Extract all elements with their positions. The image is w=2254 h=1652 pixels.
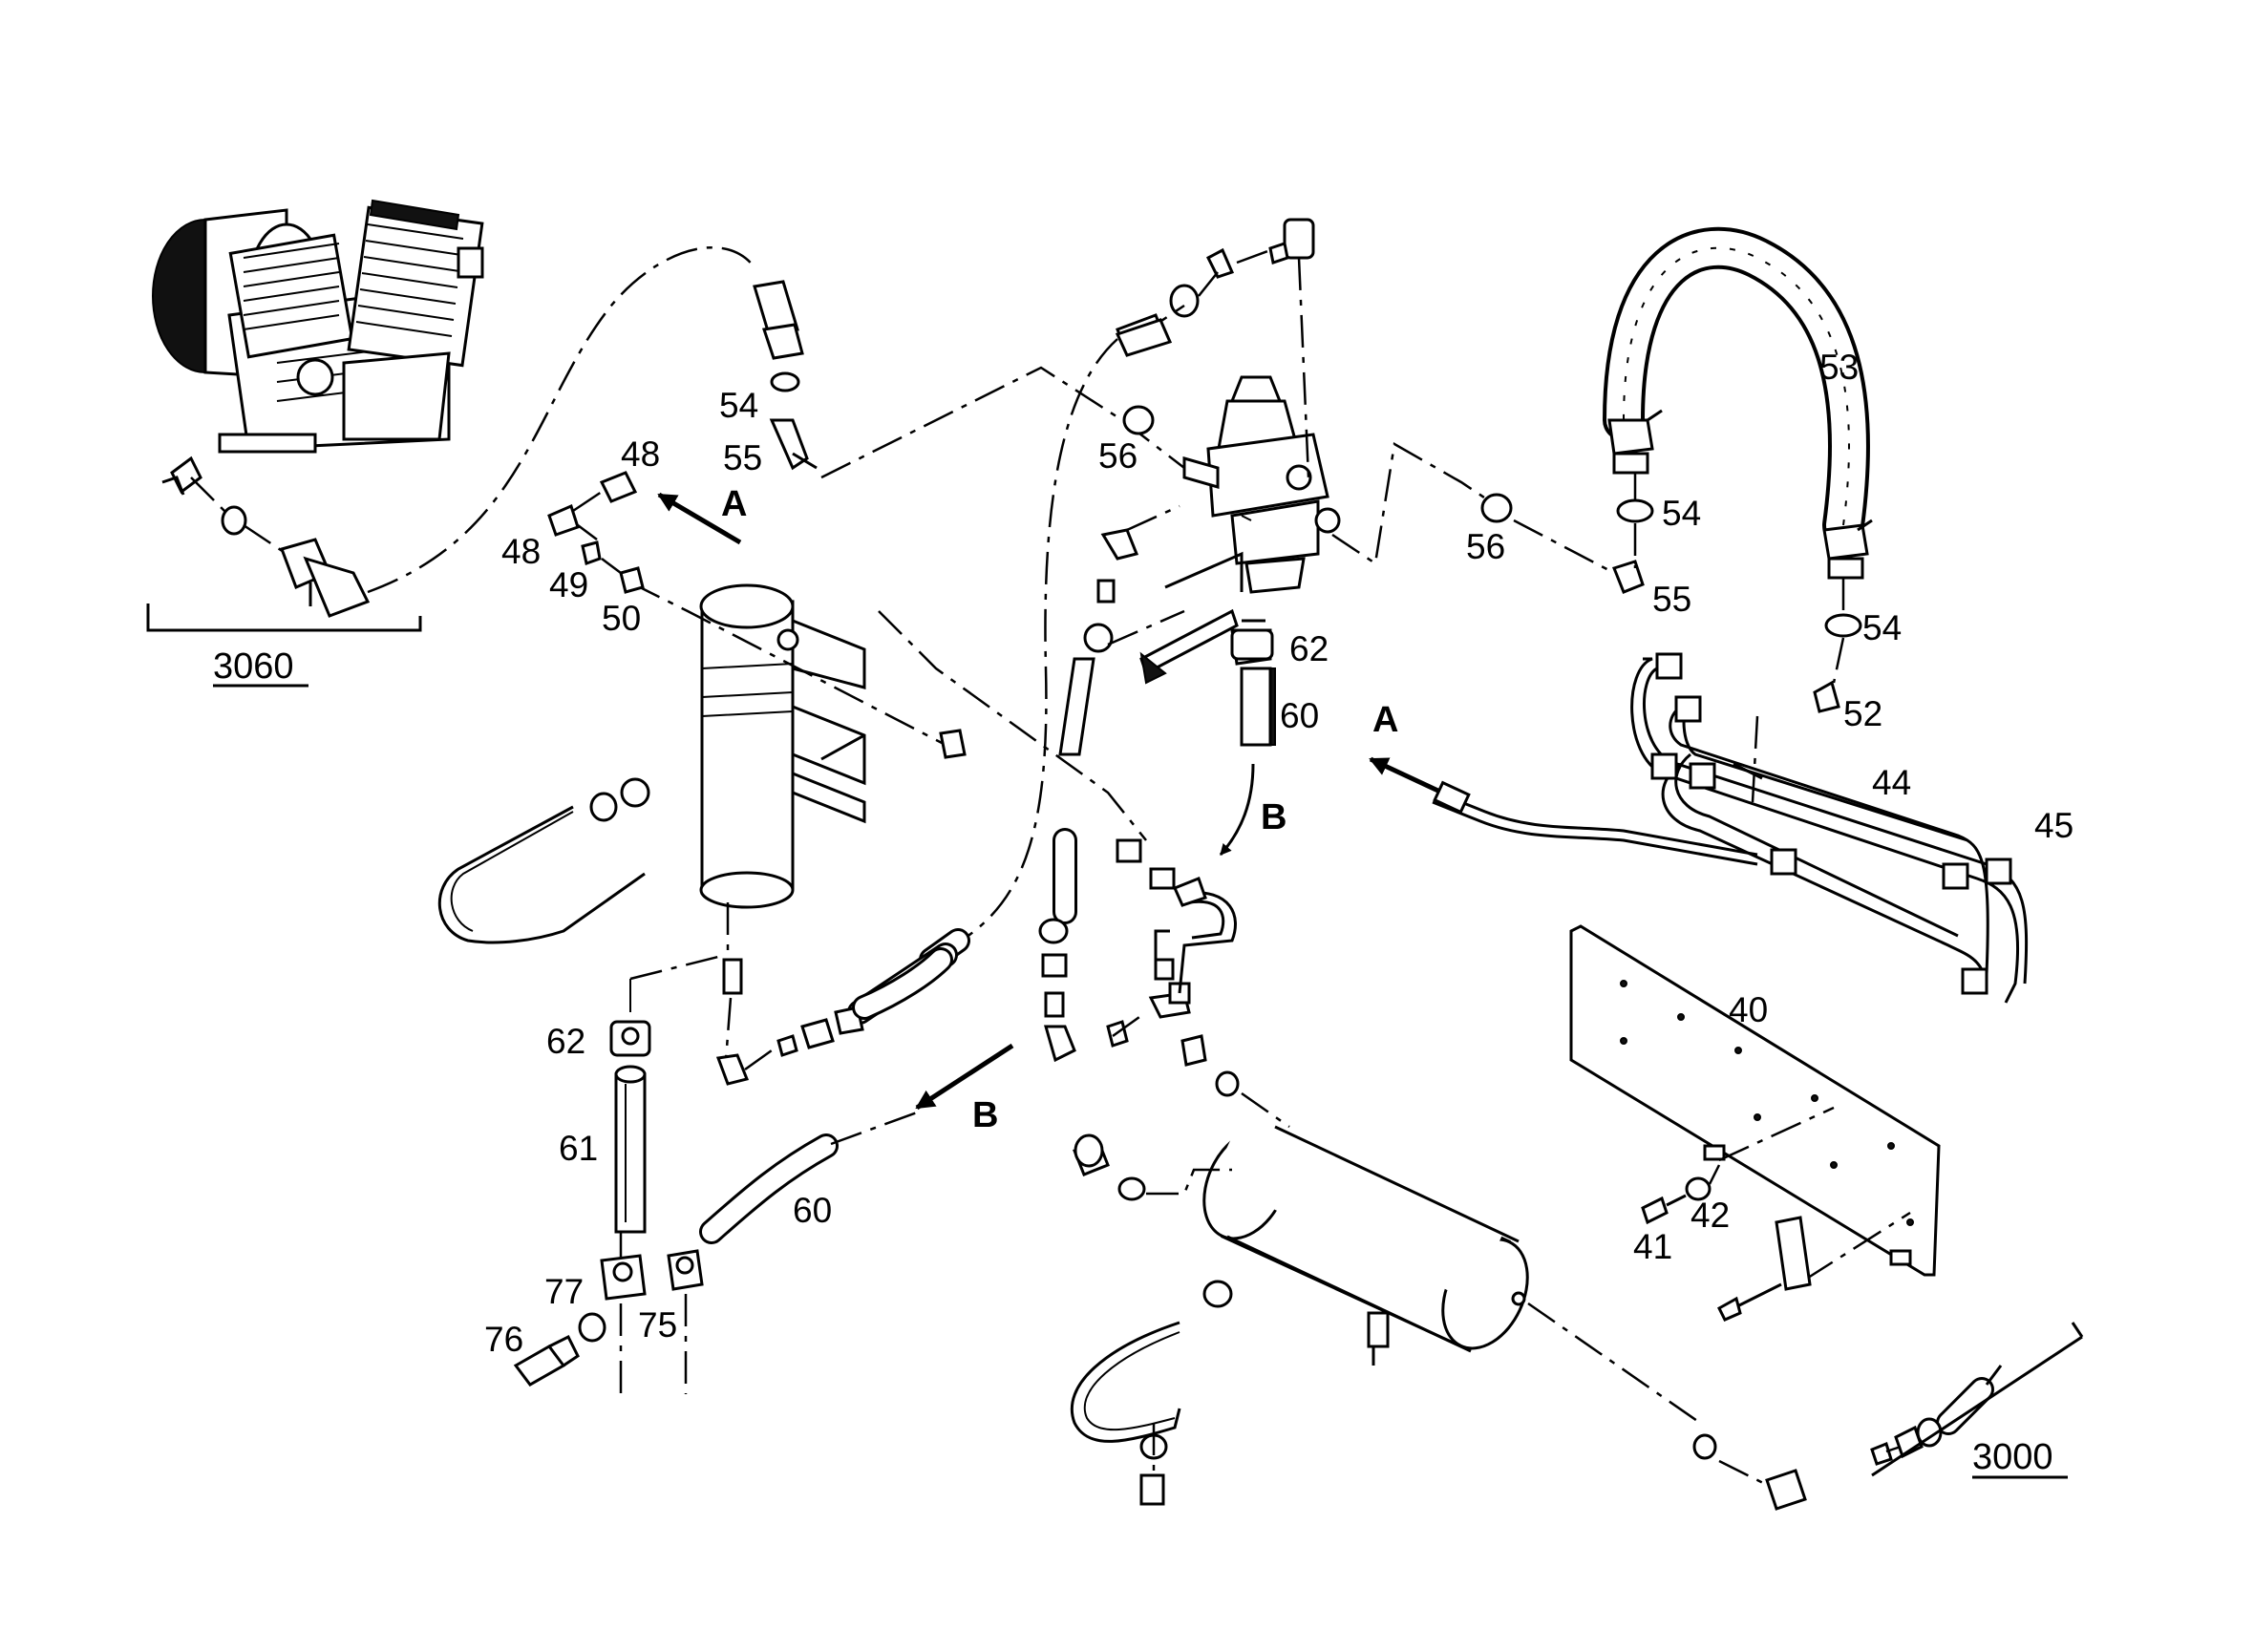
fittings-48-49-50 [547,471,645,594]
arrow-b-upper: B [1219,763,1286,856]
fitting-drain [629,902,864,1086]
label-61: 61 [559,1129,598,1168]
label-55-right: 55 [1652,580,1691,619]
svg-text:A: A [1372,700,1398,740]
bolt-41-washer-42 [1641,1164,1721,1225]
svg-text:B: B [1261,797,1286,837]
leader-valve-top [1297,257,1310,478]
hose-middle-upper [1058,318,1173,756]
leader-54-right [1832,578,1845,684]
label-42: 42 [1690,1196,1730,1235]
filter-separator [699,583,866,909]
label-77: 77 [544,1272,584,1311]
leader-filter-pipe [878,610,1147,841]
leader-44 [1751,715,1759,803]
svg-text:A: A [721,484,747,524]
label-62-lower: 62 [546,1022,585,1061]
bracket-clamp [1717,1216,1812,1322]
bracket-3060: 3060 [146,604,422,688]
arrow-a-right: A [1369,700,1444,795]
elbow-52 [1813,680,1840,713]
hose-53 [1603,226,1873,580]
label-50: 50 [602,599,641,638]
clamps-75-77 [513,1249,704,1394]
reference-3060: 3060 [213,646,294,687]
cylinder-fins-right [355,223,464,337]
label-60-upper: 60 [1280,696,1319,735]
label-48-left: 48 [501,532,541,571]
clamp-62-upper [1230,628,1274,747]
reference-3000: 3000 [1972,1437,2053,1477]
hose-upper [753,280,818,471]
leader-56-55 [1513,519,1615,575]
outlet-hose-3000: 3000 [1870,1322,2084,1479]
leader-plate-bottom [1804,1211,1911,1281]
label-75: 75 [638,1305,677,1345]
leader-plate-top [1718,1106,1835,1162]
label-52: 52 [1843,694,1882,733]
elbow-55-right [1612,560,1645,594]
tank-fittings [1073,1133,1807,1511]
pipe-bend [1116,838,1237,994]
label-53: 53 [1819,348,1859,387]
svg-text:B: B [972,1095,998,1135]
fitting-filter-side [939,729,967,759]
leader-60-arrow [830,1111,918,1146]
label-41: 41 [1633,1227,1672,1266]
tube-61 [614,1065,647,1234]
compressor-fittings [161,455,371,618]
mounting-plate-40 [1569,924,1941,1277]
leader-tank-outlet [1527,1302,1701,1425]
label-48-top: 48 [621,434,660,474]
label-54-right: 54 [1862,608,1902,647]
leader-55-to-56 [820,366,1185,479]
leader-50-filter [629,581,946,747]
label-45: 45 [2034,806,2073,845]
pipe-assembly-44 [1432,652,2029,1004]
cylinder-fins-left [243,243,340,330]
leader-tank-inlet [1241,1091,1290,1129]
middle-fittings [1038,918,1240,1097]
receiver-tank [1202,1076,1529,1353]
label-62-upper: 62 [1289,629,1329,668]
clamp-62-lower [609,979,651,1057]
strap-band [1070,1321,1181,1506]
washer-54-right [1824,613,1862,638]
label-44: 44 [1872,763,1911,802]
label-56-top: 56 [1098,436,1138,476]
washer-54-mid [1616,498,1654,523]
arrow-a-left: A [657,484,747,545]
label-76: 76 [484,1320,523,1359]
label-49: 49 [549,565,588,604]
leader-valve-right [1331,442,1491,566]
pressure-valve [1182,375,1341,594]
label-55-top: 55 [723,438,762,477]
leader-compressor-hose [367,246,755,594]
leader-middle-hose [935,338,1118,957]
label-54-top: 54 [719,386,758,425]
washer-56-right [1480,493,1513,523]
label-60-lower: 60 [793,1191,832,1230]
compressor-unit [152,199,484,454]
label-40: 40 [1729,990,1768,1029]
u-bolt [437,777,650,944]
leader-tank-side [1146,1168,1232,1196]
washer-56-top [1122,405,1155,435]
label-56-right: 56 [1466,527,1505,566]
label-54-mid: 54 [1662,494,1701,533]
arrow-b-lower: B [915,1043,1014,1135]
